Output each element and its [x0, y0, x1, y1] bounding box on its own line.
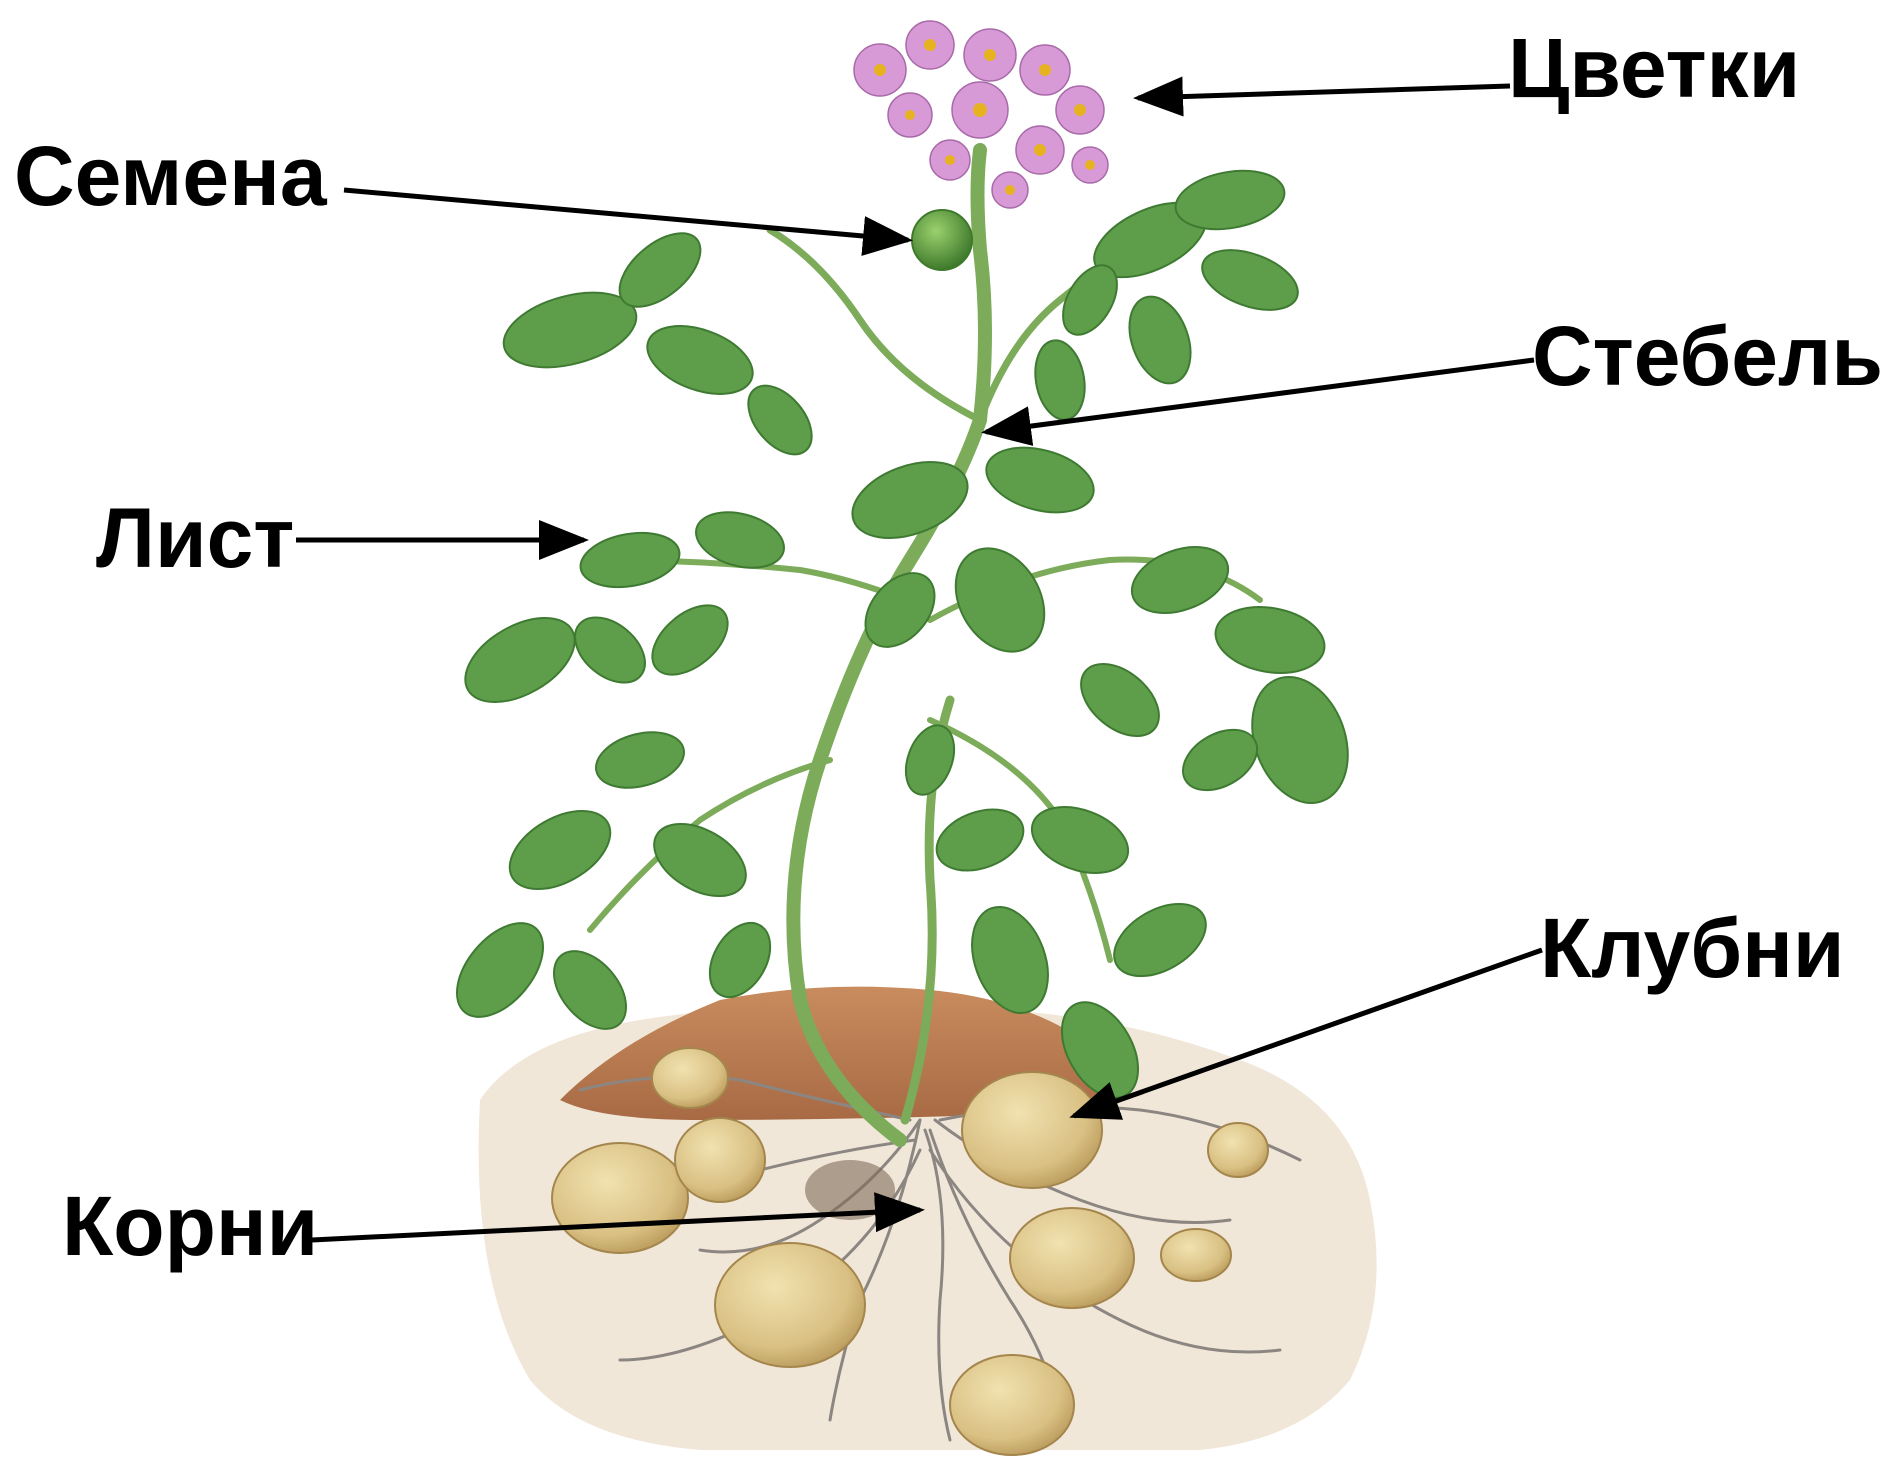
- tuber: [715, 1243, 865, 1367]
- leaf: [1118, 288, 1201, 392]
- leaf: [1210, 599, 1329, 681]
- label-tubers: Клубни: [1540, 906, 1845, 990]
- leaf: [563, 604, 658, 695]
- label-flowers: Цветки: [1508, 26, 1800, 110]
- tuber: [552, 1143, 688, 1253]
- leaf: [928, 798, 1032, 881]
- leaf: [451, 601, 589, 720]
- leaf: [1068, 650, 1173, 751]
- tuber: [962, 1072, 1102, 1188]
- leaf: [638, 313, 762, 407]
- label-stem: Стебель: [1532, 314, 1883, 398]
- leaf: [1023, 795, 1137, 886]
- leaf: [640, 592, 741, 688]
- leaf: [1029, 336, 1090, 423]
- leaf: [736, 374, 824, 466]
- leaf: [1102, 889, 1219, 991]
- leaf: [938, 532, 1062, 667]
- tuber: [652, 1048, 728, 1108]
- leaf: [642, 809, 759, 911]
- label-roots: Корни: [62, 1184, 318, 1268]
- seed-berry: [912, 210, 972, 270]
- leaf: [576, 526, 684, 595]
- label-seeds: Семена: [14, 134, 327, 218]
- tuber: [1161, 1229, 1231, 1281]
- arrow-flowers: [1138, 86, 1510, 98]
- arrow-seeds: [344, 190, 908, 240]
- tuber: [950, 1355, 1074, 1455]
- leaf: [440, 907, 560, 1032]
- leaf: [1194, 238, 1306, 321]
- tuber: [1208, 1123, 1268, 1177]
- leaf: [496, 795, 623, 905]
- leaf: [979, 437, 1101, 523]
- leaf: [1123, 535, 1237, 626]
- leaf: [590, 723, 690, 797]
- tuber: [675, 1118, 765, 1202]
- label-leaf: Лист: [96, 496, 294, 580]
- tuber: [1010, 1208, 1134, 1308]
- leaves: [440, 163, 1364, 1111]
